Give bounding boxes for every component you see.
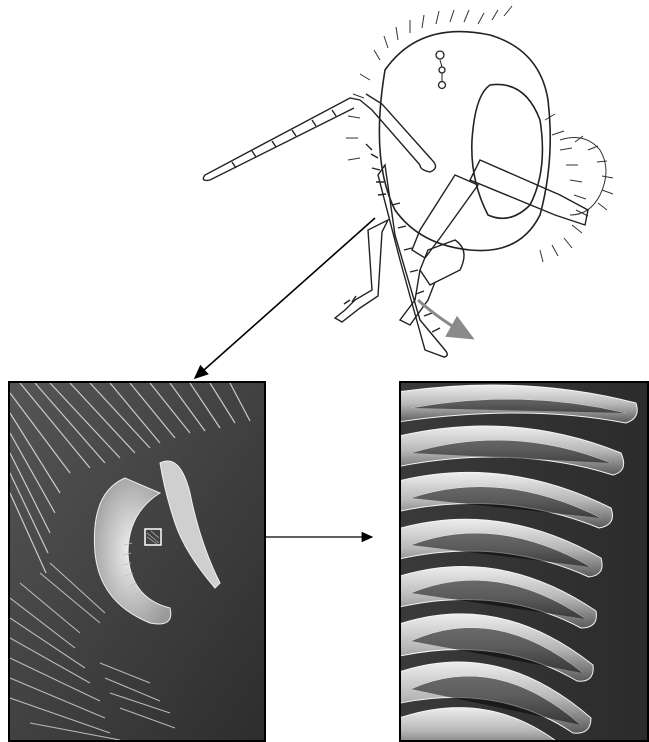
antenna-left [203,94,435,180]
head-capsule [379,32,550,251]
ocellus-1 [436,51,444,59]
gray-motion-arrow [418,300,472,338]
compound-eye [472,84,543,218]
pointer-arrow-to-left-panel [195,218,375,378]
foreleg [335,160,588,325]
sem-right-image [401,383,647,740]
antenna-right [366,144,447,357]
ocellus-3 [439,82,446,89]
sem-panel-right [399,381,649,742]
sem-left-image [10,383,264,740]
ocellus-2 [439,67,445,73]
sem-panel-left [8,381,266,742]
